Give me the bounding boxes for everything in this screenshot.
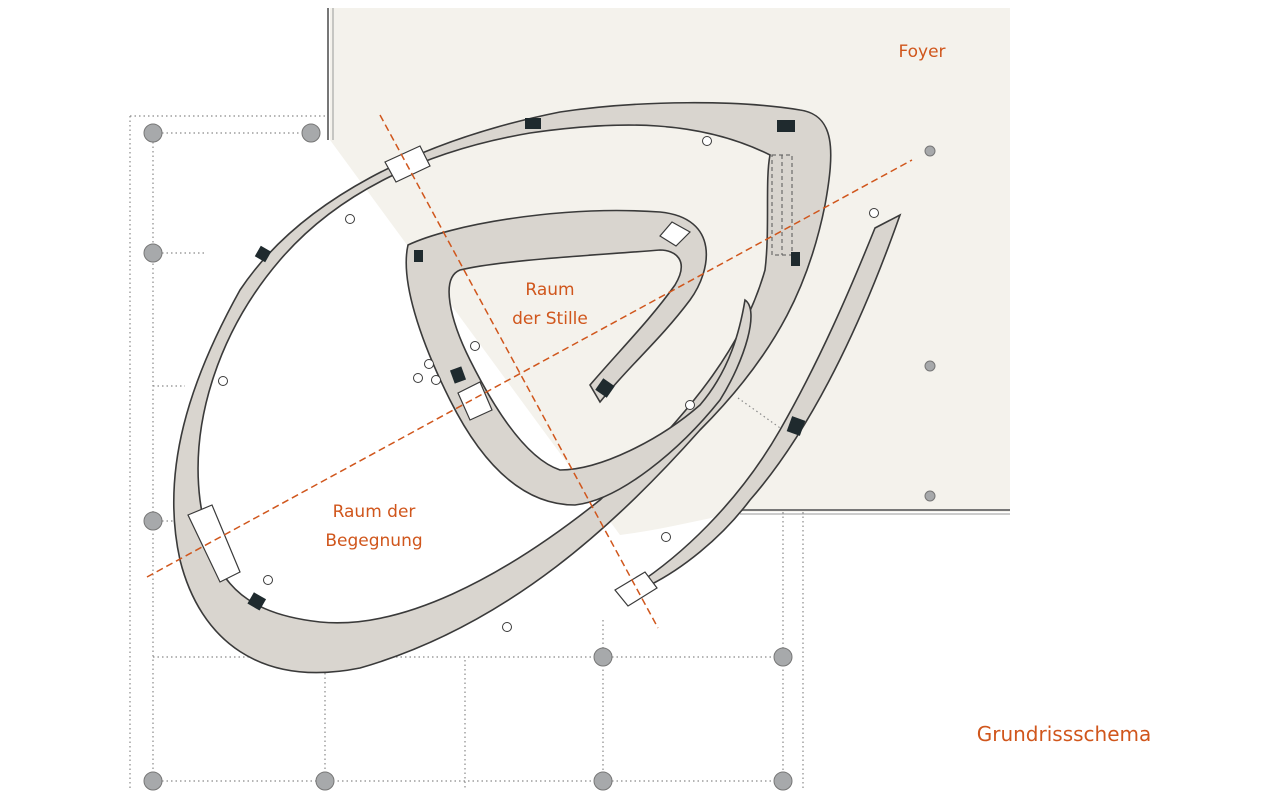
staircase: [771, 154, 793, 256]
column: [924, 145, 936, 157]
label-raum-stille-line1: Raum: [525, 280, 574, 300]
dark-posts: [247, 118, 806, 611]
inner-wall: [405, 209, 752, 506]
column: [773, 647, 793, 667]
axis-line: [379, 114, 659, 629]
label-raum-stille-line2: der Stille: [512, 309, 588, 329]
label-raum-begegnung-line2: Begegnung: [325, 531, 422, 551]
column: [924, 360, 936, 372]
door-openings: [187, 145, 691, 607]
grid-columns: [143, 123, 936, 791]
post: [247, 592, 267, 611]
column: [593, 771, 613, 791]
column: [315, 771, 335, 791]
column: [301, 123, 321, 143]
post: [595, 378, 615, 398]
axis-line: [146, 159, 913, 578]
column: [143, 243, 163, 263]
column: [143, 123, 163, 143]
axis-lines: [146, 114, 913, 629]
column: [924, 490, 936, 502]
post: [254, 245, 272, 263]
column: [593, 647, 613, 667]
label-raum-begegnung-line1: Raum der: [333, 502, 416, 522]
post: [414, 250, 423, 262]
post: [791, 252, 800, 266]
light-points: [218, 136, 879, 632]
column: [773, 771, 793, 791]
structural-grid: [129, 115, 804, 790]
foyer-area: [330, 8, 1010, 535]
post: [786, 416, 806, 436]
post: [449, 366, 467, 384]
post: [777, 120, 795, 132]
post: [525, 118, 541, 129]
column: [143, 771, 163, 791]
column: [143, 511, 163, 531]
diagram-title: Grundrissschema: [977, 722, 1152, 746]
label-foyer: Foyer: [898, 42, 945, 62]
